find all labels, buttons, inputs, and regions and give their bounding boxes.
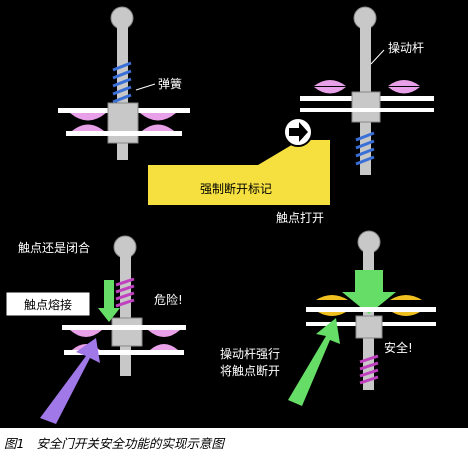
moving-contact-bar <box>66 131 182 136</box>
down-arrow-icon <box>342 270 396 314</box>
figure-caption-text: 安全门开关安全功能的实现示意图 <box>36 436 224 451</box>
label-contacts-still-closed: 触点还是闭合 <box>18 240 90 255</box>
panel-contacts-welded <box>5 235 186 424</box>
moving-contact-bar <box>64 350 184 355</box>
label-contacts-welded: 触点熔接 <box>24 297 72 312</box>
panel-normal-closed <box>58 6 190 160</box>
welded-label-box <box>5 291 91 317</box>
fixed-contact-bar <box>62 325 186 330</box>
figure-caption: 图1 安全门开关安全功能的实现示意图 <box>4 433 464 455</box>
label-forced-break-mark: 强制断开标记 <box>200 181 272 196</box>
safety-switch-diagram: 弹簧 操动杆 强制断开标记 触点打开 <box>0 0 468 428</box>
figure-number: 图1 <box>4 436 25 451</box>
contact-left <box>70 330 102 337</box>
operating-rod <box>120 254 131 376</box>
contact-right-lower <box>388 87 420 94</box>
diagram-background <box>0 0 468 428</box>
up-right-arrow-icon <box>288 318 340 406</box>
contact-left <box>314 80 346 86</box>
contact-right-moving <box>150 344 178 350</box>
contact-right <box>148 330 180 337</box>
label-rod-force-line1: 操动杆强行 <box>220 346 280 361</box>
spring-pointer <box>135 83 156 91</box>
contact-left-moving <box>72 124 104 131</box>
contact-right-lower <box>392 312 420 316</box>
contact-right <box>140 113 176 121</box>
rod-pointer <box>370 49 385 65</box>
contact-right <box>390 295 422 300</box>
forced-break-mark-panel <box>148 117 330 205</box>
spring <box>115 277 135 308</box>
mark-panel-shape <box>148 140 330 205</box>
up-right-arrow-icon <box>40 338 100 424</box>
rod-knob <box>357 230 381 254</box>
panel-contacts-open <box>300 6 434 175</box>
label-operating-rod: 操动杆 <box>388 40 424 55</box>
contact-right-moving <box>142 124 174 131</box>
label-safe: 安全! <box>384 340 413 355</box>
rod-collar <box>355 315 383 339</box>
rod-collar <box>107 102 139 144</box>
spring <box>355 131 375 166</box>
contact-left-lower <box>314 87 346 94</box>
down-arrow-icon <box>98 280 120 322</box>
moving-contact-bar <box>300 108 434 112</box>
label-spring: 弹簧 <box>158 76 182 91</box>
contact-left <box>70 113 106 121</box>
spring <box>112 61 132 104</box>
contact-right <box>388 80 420 86</box>
operating-rod <box>117 25 128 160</box>
spring <box>359 354 379 385</box>
rod-collar <box>351 91 381 123</box>
panel-forced-break <box>288 230 436 406</box>
label-danger: 危险! <box>154 292 183 307</box>
fixed-contact-bar <box>306 307 436 312</box>
contact-left-lower <box>318 312 346 316</box>
rod-collar <box>111 317 143 347</box>
label-contacts-open: 触点打开 <box>276 211 324 225</box>
contact-left <box>316 295 348 300</box>
right-arrow-circle-icon <box>283 117 313 147</box>
label-rod-force-line2: 将触点断开 <box>220 363 280 378</box>
